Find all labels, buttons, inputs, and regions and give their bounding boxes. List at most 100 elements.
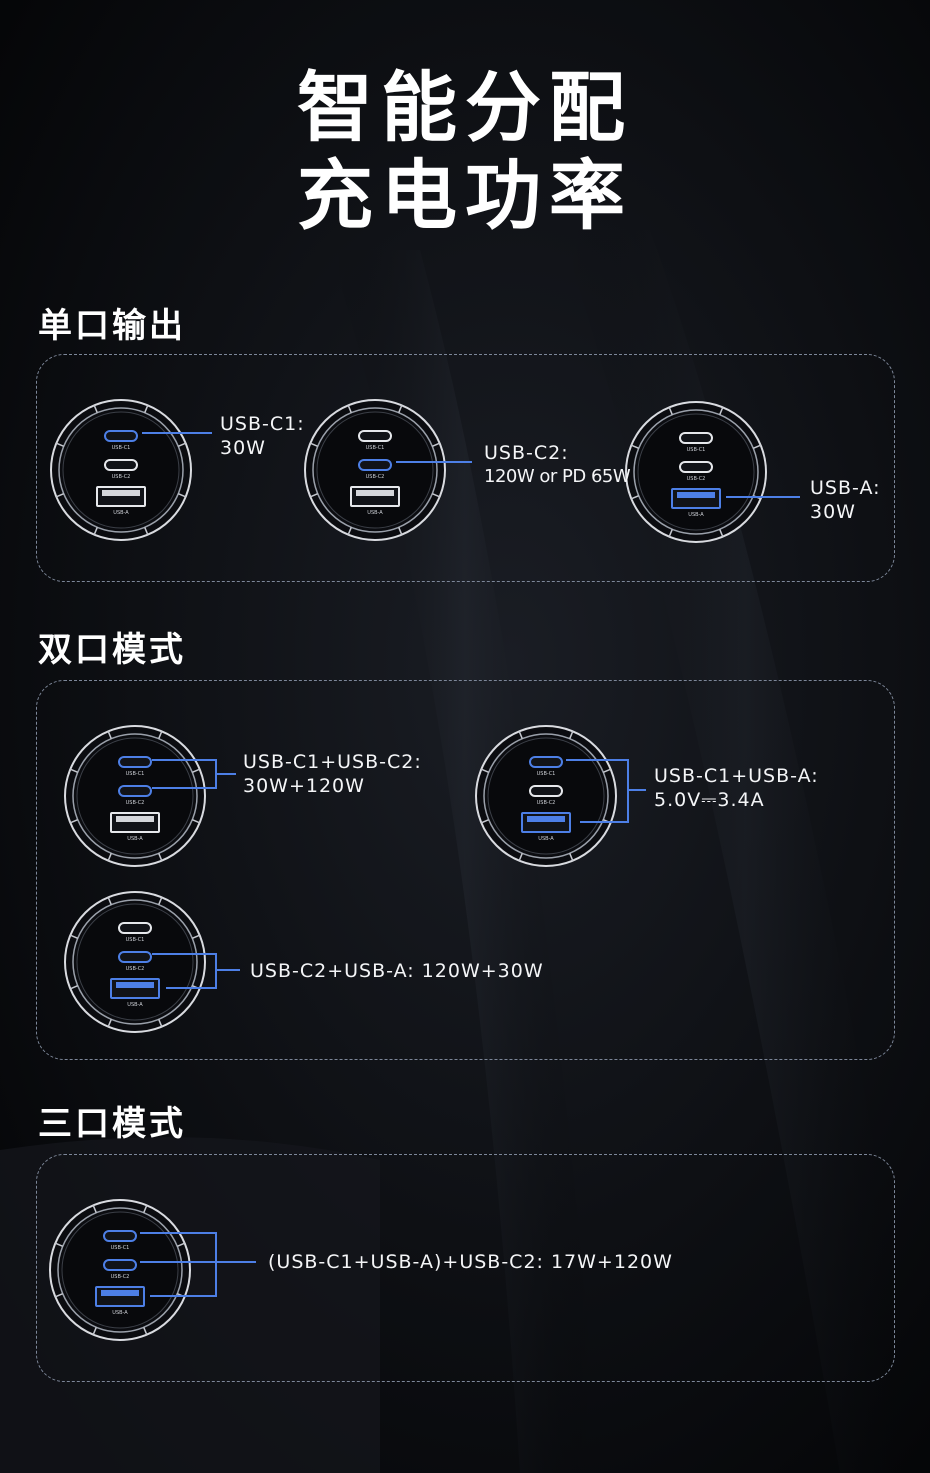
label-port-value: 30W [220, 437, 266, 459]
rib-line [431, 493, 440, 498]
label-port-name: USB-C2+USB-A: 120W+30W [250, 960, 544, 982]
label-port-name: USB-A: [810, 477, 881, 499]
rib-line [569, 852, 574, 861]
usb-c1-port-icon [118, 756, 152, 768]
single-port-panel [36, 354, 895, 582]
rib-line [70, 819, 79, 824]
usb-c2-label: USB-C2 [111, 1274, 130, 1280]
rib-line [191, 819, 200, 824]
rib-line [481, 819, 490, 824]
label-dual-c1-a: USB-C1+USB-A: 5.0V⎓3.4A [654, 764, 819, 812]
usb-c1-label: USB-C1 [112, 445, 131, 451]
rib-line [631, 444, 640, 449]
rib-line [398, 405, 403, 414]
label-port-value: 30W+120W [243, 775, 365, 797]
usb-c2-label: USB-C2 [126, 800, 145, 806]
usb-c2-port-icon [118, 951, 152, 963]
usb-a-tongue [102, 490, 140, 496]
usb-a-label: USB-A [367, 510, 383, 516]
usb-c1-label: USB-C1 [687, 447, 706, 453]
usb-c1-label: USB-C1 [366, 445, 385, 451]
inner-ring [58, 407, 184, 533]
inner-ring [312, 407, 438, 533]
label-port-name: USB-C1+USB-A: [654, 765, 819, 787]
section-heading-triple: 三口模式 [38, 1104, 186, 1144]
usb-a-port-icon [350, 486, 400, 507]
usb-a-port-icon [521, 812, 571, 833]
usb-c1-label: USB-C1 [126, 771, 145, 777]
usb-a-port-icon [110, 812, 160, 833]
rib-line [347, 405, 352, 414]
rib-line [143, 1205, 148, 1214]
dual-port-panel [36, 680, 895, 1060]
rib-line [107, 852, 112, 861]
label-single-c2: USB-C2: 120W or PD 65W [484, 441, 631, 489]
rib-line [70, 768, 79, 773]
rib-line [93, 405, 98, 414]
rib-line [310, 442, 319, 447]
usb-c2-port-icon [118, 785, 152, 797]
usb-a-tongue [356, 490, 394, 496]
rib-line [158, 897, 163, 906]
usb-c1-port-icon [358, 430, 392, 442]
rib-line [631, 495, 640, 500]
label-port-value: 30W [810, 501, 856, 523]
rib-line [518, 731, 523, 740]
rib-line [144, 526, 149, 535]
rib-line [431, 442, 440, 447]
usb-a-label: USB-A [538, 836, 554, 842]
label-triple: (USB-C1+USB-A)+USB-C2: 17W+120W [268, 1250, 673, 1274]
triple-port-panel [36, 1154, 895, 1382]
usb-c1-port-icon [103, 1230, 137, 1242]
rib-line [752, 444, 761, 449]
rib-line [158, 1018, 163, 1027]
label-port-name: USB-C1: [220, 413, 305, 435]
rib-line [177, 493, 186, 498]
rib-line [70, 934, 79, 939]
label-single-c1: USB-C1: 30W [220, 412, 305, 460]
rib-line [668, 528, 673, 537]
usb-a-tongue [677, 492, 715, 498]
label-port-value: 5.0V⎓3.4A [654, 789, 765, 811]
usb-c2-port-icon [103, 1259, 137, 1271]
usb-a-label: USB-A [112, 1310, 128, 1316]
usb-c2-port-icon [104, 459, 138, 471]
rib-line [92, 1326, 97, 1335]
usb-c1-port-icon [679, 432, 713, 444]
rib-line [70, 985, 79, 990]
rib-line [55, 1293, 64, 1298]
label-port-value: 120W or PD 65W [484, 466, 631, 487]
usb-a-label: USB-A [113, 510, 129, 516]
rib-line [107, 897, 112, 906]
usb-a-port-icon [671, 488, 721, 509]
rib-line [56, 442, 65, 447]
usb-c1-port-icon [529, 756, 563, 768]
inner-ring [72, 733, 198, 859]
usb-a-label: USB-A [127, 1002, 143, 1008]
usb-c2-port-icon [358, 459, 392, 471]
page-title-line2: 充电功率 [297, 151, 633, 240]
rib-line [668, 407, 673, 416]
rib-line [143, 1326, 148, 1335]
rib-line [158, 731, 163, 740]
usb-c2-port-icon [529, 785, 563, 797]
rib-line [569, 731, 574, 740]
usb-c1-port-icon [118, 922, 152, 934]
label-single-a: USB-A: 30W [810, 476, 881, 524]
usb-a-label: USB-A [688, 512, 704, 518]
usb-a-port-icon [95, 1286, 145, 1307]
rib-line [107, 1018, 112, 1027]
usb-c2-label: USB-C2 [537, 800, 556, 806]
rib-line [347, 526, 352, 535]
rib-line [191, 934, 200, 939]
rib-line [144, 405, 149, 414]
